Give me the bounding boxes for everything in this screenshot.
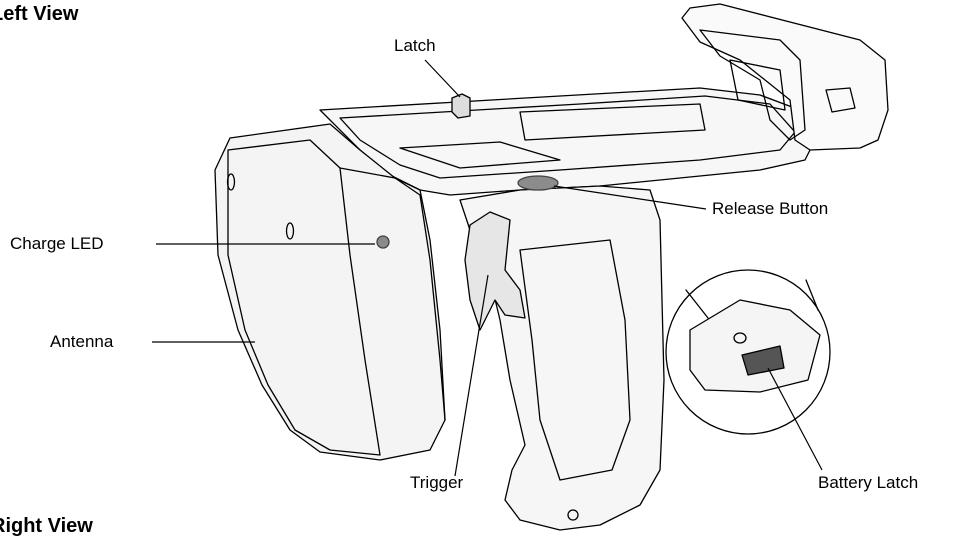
latch-part: [451, 93, 471, 119]
inset-screw: [733, 332, 747, 344]
leader-trigger: [454, 274, 489, 477]
callout-charge-led: Charge LED: [10, 234, 104, 253]
callout-battery-latch: Battery Latch: [818, 473, 919, 492]
door-contacts: [729, 59, 786, 111]
antenna-side-edge: [339, 167, 446, 421]
grip-screw: [567, 509, 579, 521]
leader-battery-latch: [767, 367, 823, 471]
callout-release-button: Release Button: [712, 199, 829, 218]
leader-latch: [424, 59, 461, 98]
leader-release-button: [553, 185, 707, 210]
trigger-body: [464, 211, 526, 331]
battery-door-inner: [699, 29, 806, 141]
callout-antenna: Antenna: [50, 332, 114, 351]
antenna-front-panel: [227, 139, 381, 456]
antenna-screw-bottom: [285, 222, 295, 240]
inset-battery-latch: [741, 345, 785, 376]
inset-tether-left: [685, 289, 709, 319]
antenna-screw-top: [226, 173, 236, 191]
cradle-rim: [339, 95, 796, 179]
inset-housing: [689, 299, 821, 393]
callout-latch: Latch: [394, 36, 436, 55]
callout-trigger: Trigger: [410, 473, 464, 492]
charge-led: [376, 235, 390, 249]
heading-right-view: Right View: [0, 515, 93, 537]
release-button: [517, 175, 559, 191]
grip-panel: [519, 239, 631, 481]
antenna-housing: [214, 123, 446, 461]
battery-door: [681, 3, 889, 151]
grip-handle: [459, 185, 665, 531]
cradle-groove: [399, 141, 561, 169]
inset-tether-right: [805, 279, 819, 311]
door-window: [825, 87, 856, 113]
heading-left-view: Left View: [0, 3, 79, 25]
cradle-inner-slot: [519, 103, 706, 141]
